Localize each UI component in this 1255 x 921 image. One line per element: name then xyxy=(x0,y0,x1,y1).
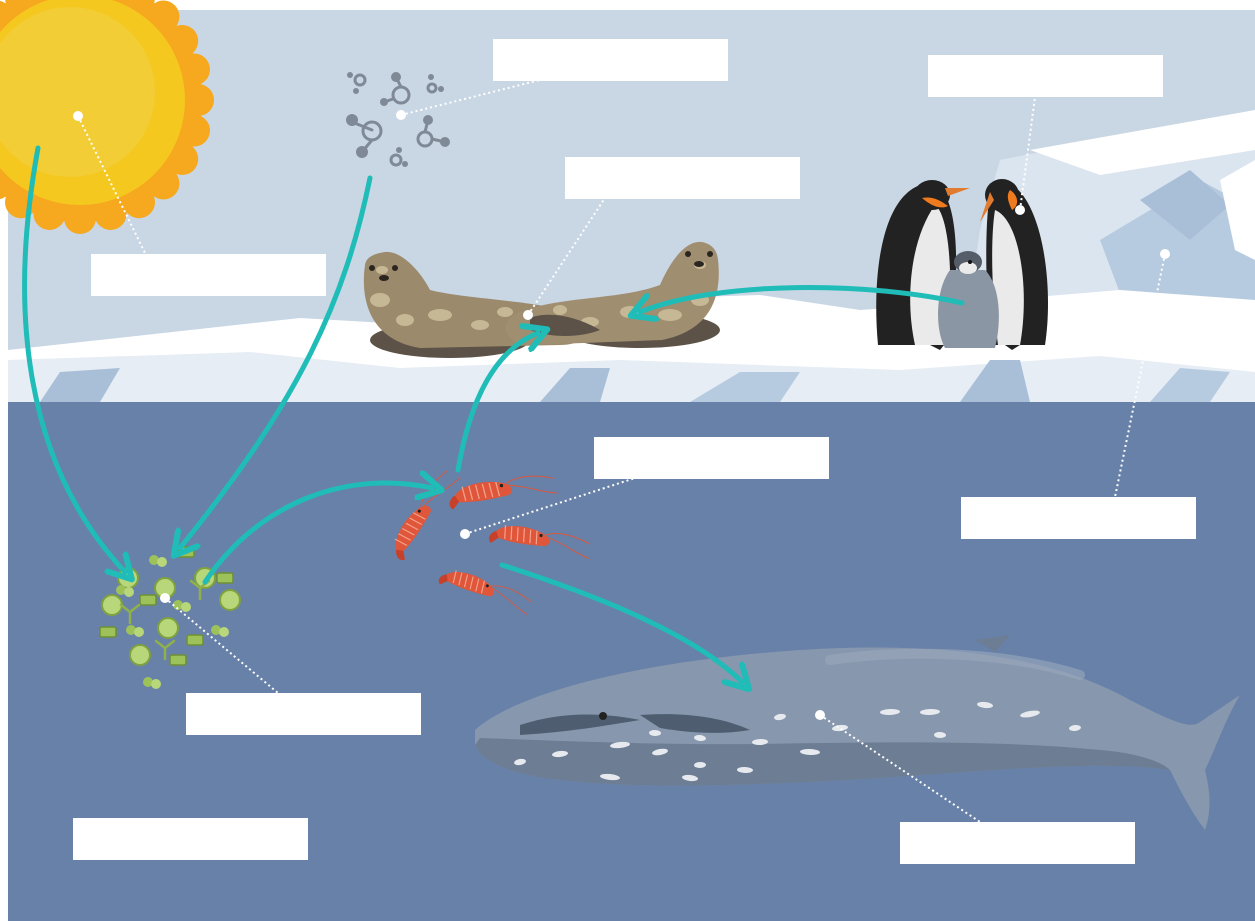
phytoplankton-cell xyxy=(124,587,134,597)
label-box-phytoplankton[interactable] xyxy=(186,693,421,735)
phytoplankton-cell xyxy=(102,595,122,615)
phytoplankton-cell xyxy=(170,655,186,665)
label-box-sun[interactable] xyxy=(91,254,326,296)
leader-dot-nutrients xyxy=(396,110,406,120)
phytoplankton-cell xyxy=(187,635,203,645)
sun-ray xyxy=(182,84,214,116)
leader-dot-penguins xyxy=(1015,205,1025,215)
phytoplankton-cell xyxy=(157,557,167,567)
leader-dot-ice xyxy=(1160,249,1170,259)
label-box-ice[interactable] xyxy=(961,497,1196,539)
phytoplankton-cell xyxy=(140,595,156,605)
label-box-ocean[interactable] xyxy=(73,818,308,860)
leader-dot-seals xyxy=(523,310,533,320)
phytoplankton-cell xyxy=(181,602,191,612)
label-box-krill[interactable] xyxy=(594,437,829,479)
phytoplankton-cell xyxy=(151,679,161,689)
label-box-whale[interactable] xyxy=(900,822,1135,864)
sun-ray xyxy=(64,202,96,234)
leader-dot-phytoplankton xyxy=(160,593,170,603)
phytoplankton-cell xyxy=(217,573,233,583)
label-box-seals[interactable] xyxy=(565,157,800,199)
phytoplankton-cell xyxy=(158,618,178,638)
leader-dot-whale xyxy=(815,710,825,720)
phytoplankton-cell xyxy=(219,627,229,637)
label-box-penguins[interactable] xyxy=(928,55,1163,97)
leader-dot-krill xyxy=(460,529,470,539)
label-box-nutrients[interactable] xyxy=(493,39,728,81)
phytoplankton-cell xyxy=(100,627,116,637)
phytoplankton-cell xyxy=(134,627,144,637)
phytoplankton-cell xyxy=(220,590,240,610)
phytoplankton-cell xyxy=(130,645,150,665)
leader-dot-sun xyxy=(73,111,83,121)
